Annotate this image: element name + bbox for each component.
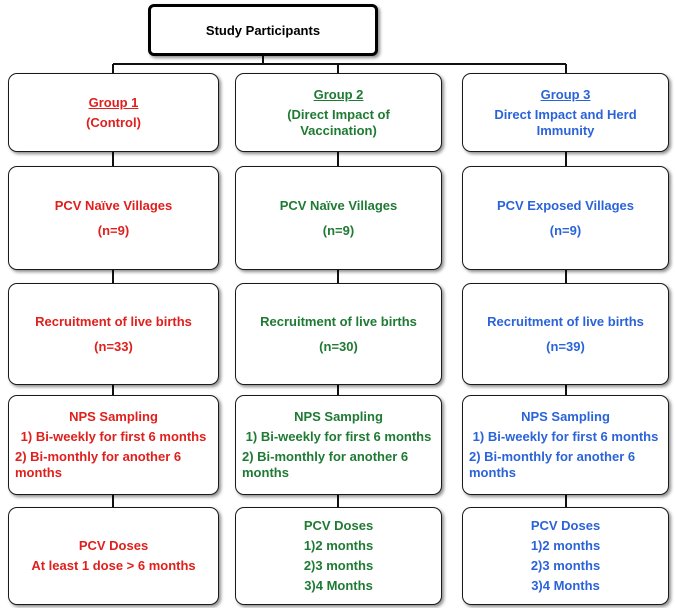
group-2-villages-n: (n=9) — [322, 222, 355, 238]
group-3-doses-item: 3)4 Months — [531, 578, 600, 593]
group-2-villages: PCV Naïve Villages — [279, 197, 398, 213]
group-2-doses-item: 3)4 Months — [304, 578, 373, 593]
group-1-recruitment: Recruitment of live births — [35, 313, 192, 329]
group-1-villages-n: (n=9) — [97, 222, 130, 238]
group-1-name: Group 1 — [88, 94, 139, 110]
group-3-name: Group 3 — [540, 86, 591, 102]
group-3-nps-box: NPS Sampling 1) Bi-weekly for first 6 mo… — [462, 395, 669, 495]
group-3-villages-n: (n=9) — [549, 222, 582, 238]
group-2-recruitment: Recruitment of live births — [260, 313, 417, 329]
group-2-villages-box: PCV Naïve Villages (n=9) — [235, 166, 442, 270]
group-3-doses-item: 1)2 months — [530, 538, 601, 553]
group-1-header-box: Group 1 (Control) — [8, 73, 219, 152]
group-2-nps-title: NPS Sampling — [294, 409, 383, 424]
group-2-recruitment-n: (n=30) — [319, 338, 358, 354]
group-3-desc-line: Immunity — [536, 122, 595, 138]
group-3-nps-item: 2) Bi-monthly for another 6 months — [469, 449, 636, 480]
group-2-desc-line: (Direct Impact of — [287, 106, 390, 122]
group-3-doses-item: 2)3 months — [530, 558, 601, 573]
group-1-doses-box: PCV Doses At least 1 dose > 6 months — [8, 507, 219, 605]
group-1-recruitment-n: (n=33) — [94, 338, 133, 354]
group-3-nps-item: 1) Bi-weekly for first 6 months — [472, 429, 659, 444]
group-2-nps-item: 2) Bi-monthly for another 6 months — [242, 449, 409, 480]
group-2-nps-box: NPS Sampling 1) Bi-weekly for first 6 mo… — [235, 395, 442, 495]
group-1-nps-title: NPS Sampling — [69, 409, 158, 424]
group-2-header-box: Group 2 (Direct Impact of Vaccination) — [235, 73, 442, 152]
group-1-doses-title: PCV Doses — [78, 538, 149, 553]
group-2-doses-item: 1)2 months — [303, 538, 374, 553]
group-3-desc-line: Direct Impact and Herd — [494, 106, 637, 122]
group-2-name: Group 2 — [313, 86, 364, 102]
group-2-doses-box: PCV Doses 1)2 months 2)3 months 3)4 Mont… — [235, 507, 442, 605]
group-2-doses-item: 2)3 months — [303, 558, 374, 573]
group-3-villages-box: PCV Exposed Villages (n=9) — [462, 166, 669, 270]
study-participants-box: Study Participants — [148, 4, 378, 56]
group-3-villages: PCV Exposed Villages — [496, 197, 635, 213]
group-3-nps-title: NPS Sampling — [521, 409, 610, 424]
group-1-nps-item: 1) Bi-weekly for first 6 months — [20, 429, 207, 444]
group-3-doses-title: PCV Doses — [530, 518, 601, 533]
group-1-villages-box: PCV Naïve Villages (n=9) — [8, 166, 219, 270]
group-3-recruitment-box: Recruitment of live births (n=39) — [462, 283, 669, 385]
group-2-desc-line: Vaccination) — [300, 122, 377, 138]
group-2-doses-title: PCV Doses — [303, 518, 374, 533]
group-3-recruitment-n: (n=39) — [546, 338, 585, 354]
group-1-villages: PCV Naïve Villages — [54, 197, 173, 213]
group-3-recruitment: Recruitment of live births — [487, 313, 644, 329]
group-1-doses-item: At least 1 dose > 6 months — [31, 558, 196, 573]
group-3-header-box: Group 3 Direct Impact and Herd Immunity — [462, 73, 669, 152]
group-1-desc-line: (Control) — [86, 114, 141, 130]
group-1-nps-box: NPS Sampling 1) Bi-weekly for first 6 mo… — [8, 395, 219, 495]
group-1-nps-item: 2) Bi-monthly for another 6 months — [15, 449, 182, 480]
group-1-recruitment-box: Recruitment of live births (n=33) — [8, 283, 219, 385]
group-2-nps-item: 1) Bi-weekly for first 6 months — [245, 429, 432, 444]
group-2-recruitment-box: Recruitment of live births (n=30) — [235, 283, 442, 385]
group-3-doses-box: PCV Doses 1)2 months 2)3 months 3)4 Mont… — [462, 507, 669, 605]
study-participants-label: Study Participants — [205, 22, 321, 38]
